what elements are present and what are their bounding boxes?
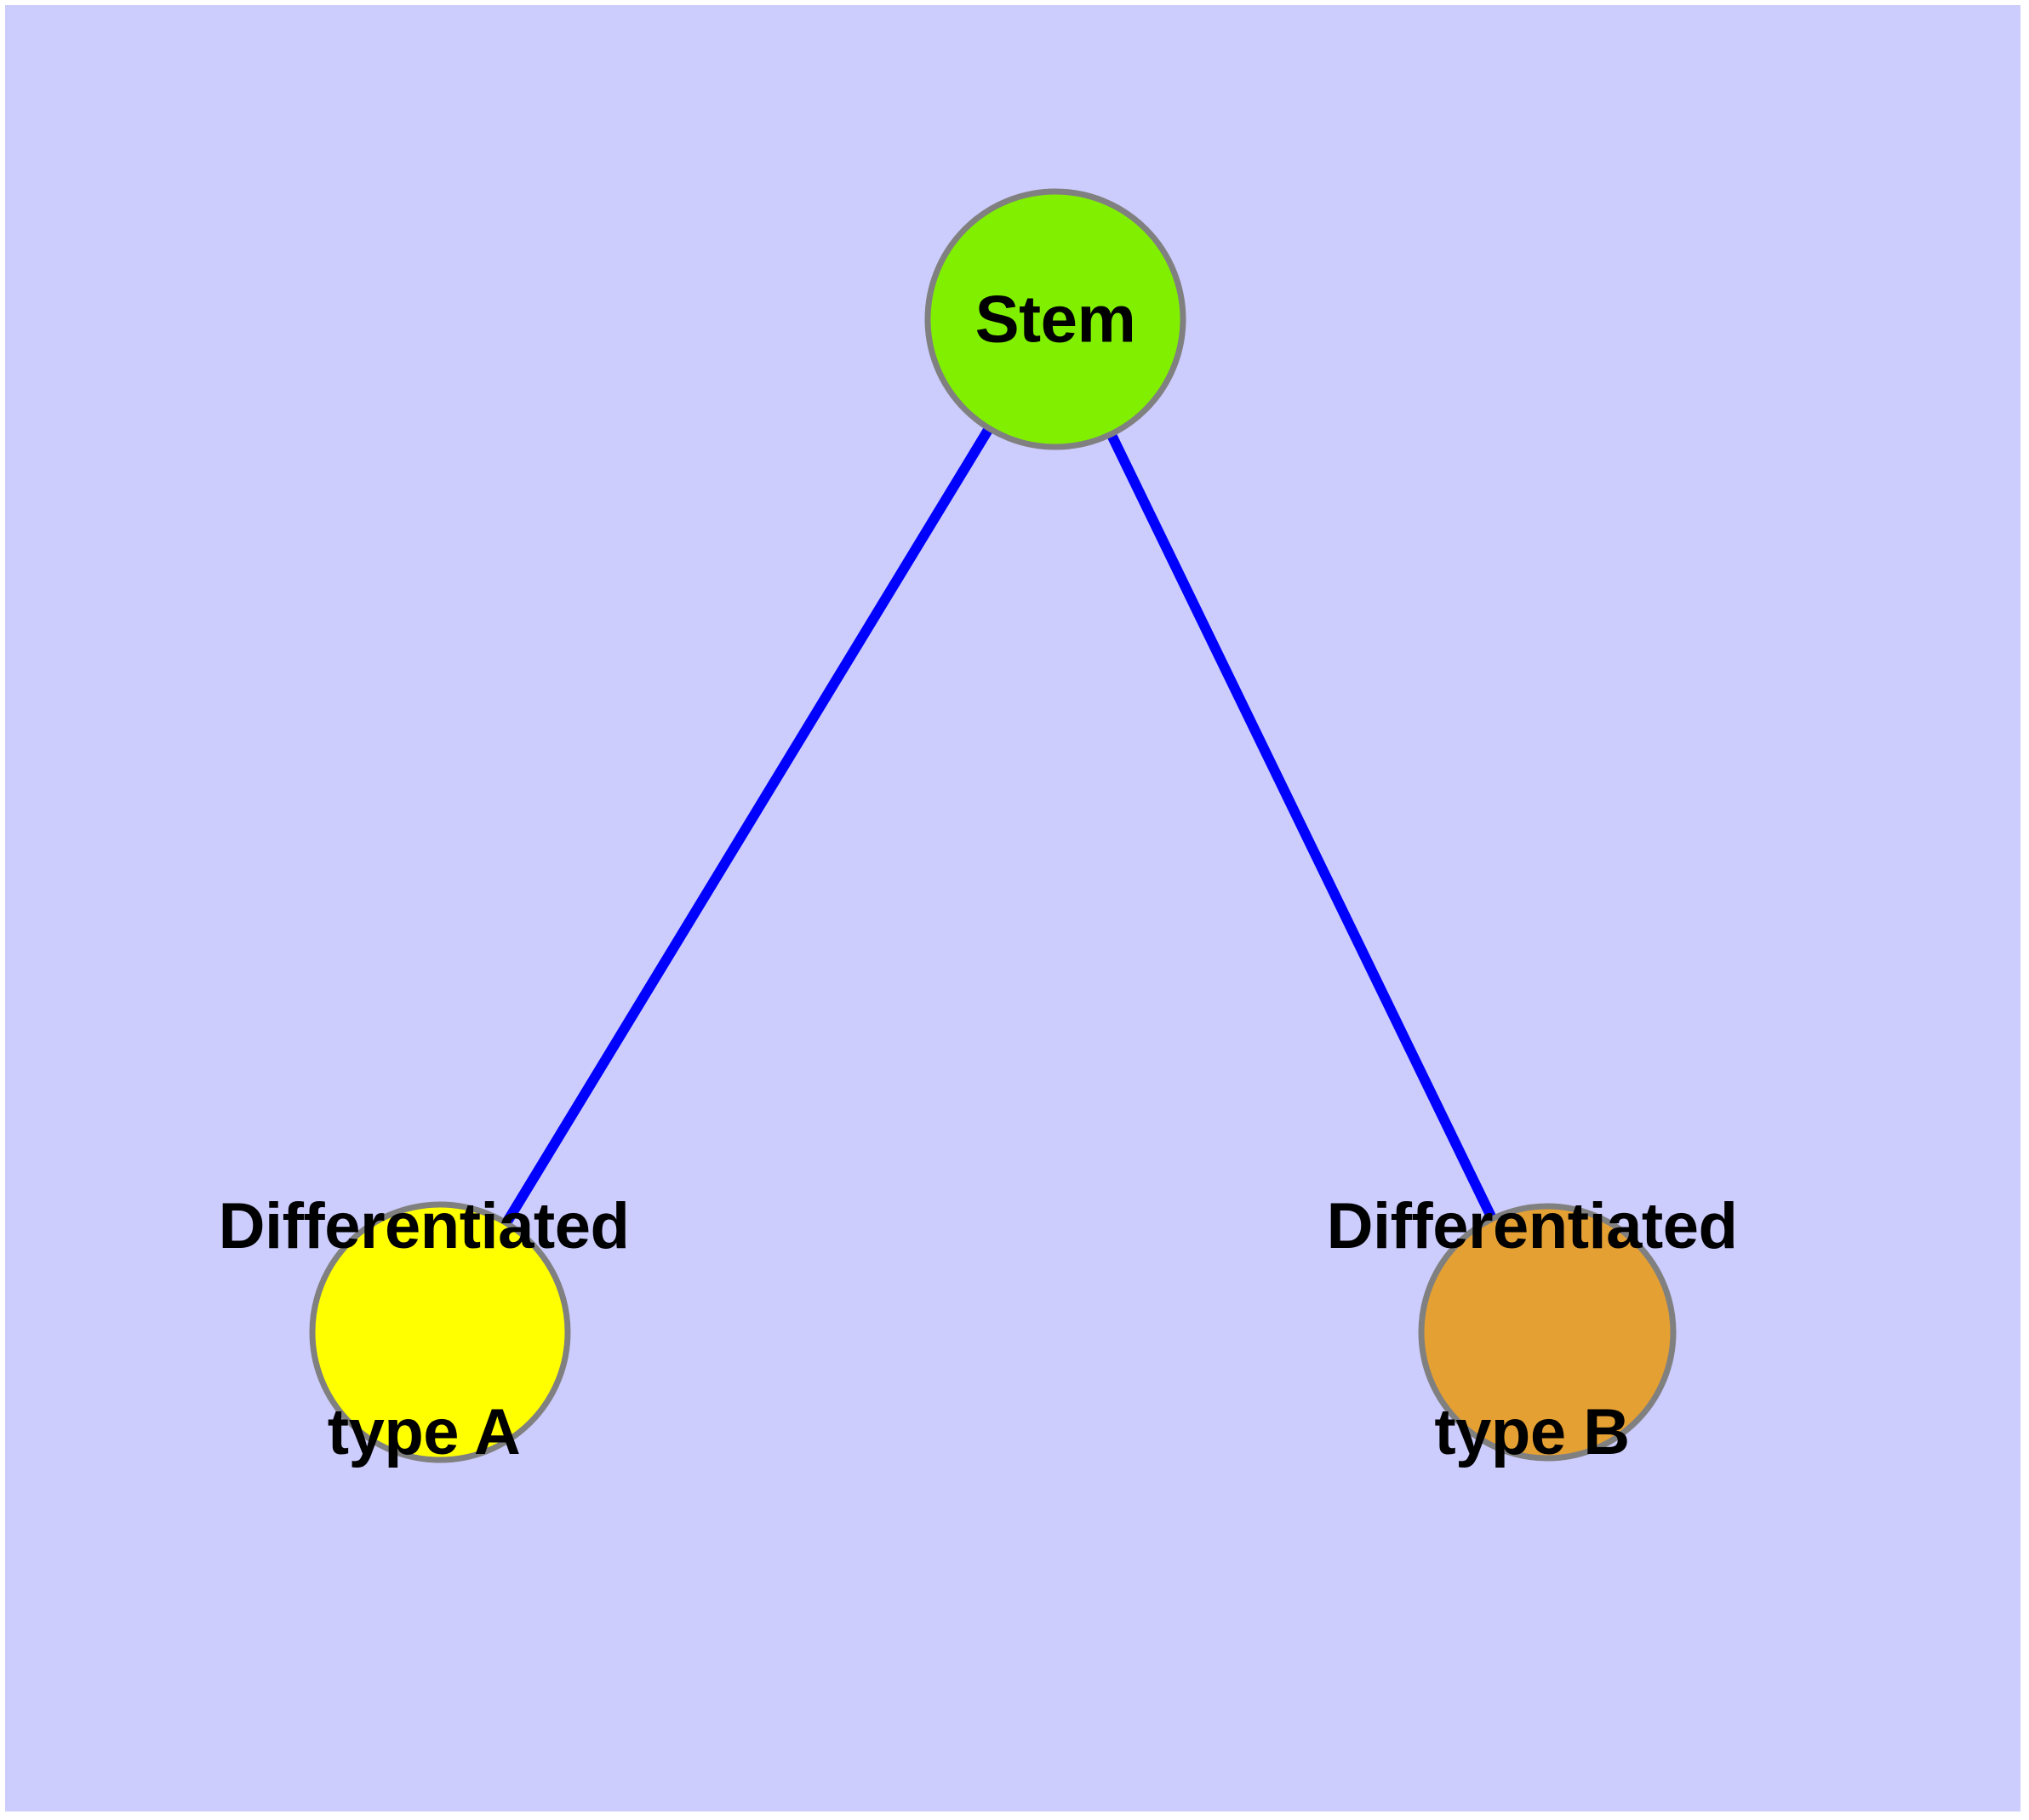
node-differentiated-type-b[interactable] [1418, 1203, 1677, 1462]
node-stem[interactable] [924, 188, 1186, 450]
edge-stem-to-differentiated-type-b[interactable] [1050, 317, 1552, 1335]
edge-group [435, 316, 1552, 1336]
node-group [309, 188, 1677, 1463]
edge-stem-to-differentiated-type-a[interactable] [435, 316, 1060, 1336]
node-differentiated-type-a[interactable] [309, 1201, 571, 1463]
